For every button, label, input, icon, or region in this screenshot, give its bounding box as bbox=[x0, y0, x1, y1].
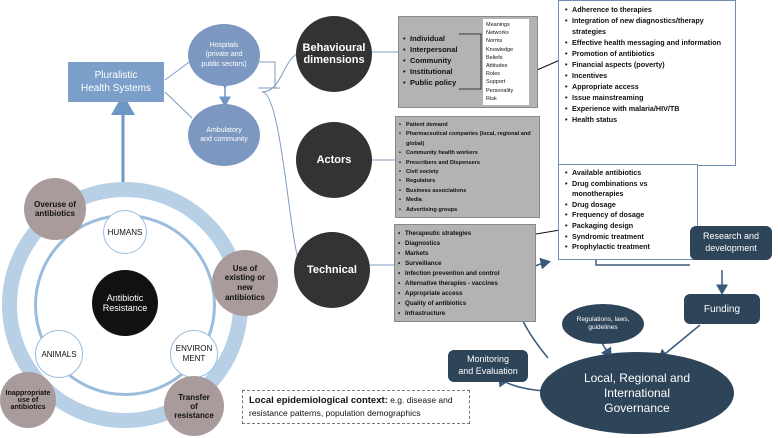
list-item: Civil society bbox=[399, 168, 536, 178]
animals-node: ANIMALS bbox=[35, 330, 83, 378]
list-item: Promotion of antibiotics bbox=[565, 48, 729, 59]
regulations-node: Regulations, laws, guidelines bbox=[562, 304, 644, 344]
factor-item: Attitudes bbox=[486, 63, 508, 70]
list-item: Media bbox=[399, 196, 536, 206]
humans-node: HUMANS bbox=[103, 210, 147, 254]
factor-item: Beliefs bbox=[486, 54, 503, 61]
list-item: Markets bbox=[398, 249, 532, 259]
list-item: Adherence to therapies bbox=[565, 4, 729, 15]
list-item: Regulators bbox=[399, 177, 536, 187]
mid-right-list: Available antibiotics Drug combinations … bbox=[565, 168, 691, 253]
list-item: Interpersonal bbox=[403, 44, 458, 55]
list-item: Frequency of dosage bbox=[565, 210, 691, 221]
epidemiological-context-box: Local epidemiological context: e.g. dise… bbox=[242, 390, 470, 424]
technical-list: Therapeutic strategies Diagnostics Marke… bbox=[398, 229, 532, 319]
factor-item: Knowledge bbox=[486, 46, 514, 53]
list-item: Business associations bbox=[399, 187, 536, 197]
factor-item: Support bbox=[486, 79, 506, 86]
actors-node: Actors bbox=[296, 122, 372, 198]
list-item: Surveillance bbox=[398, 259, 532, 269]
hospitals-node: Hospitals (private and public sectors) bbox=[188, 24, 260, 86]
behavioural-node: Behavioural dimensions bbox=[296, 16, 372, 92]
ambulatory-node: Ambulatory and community bbox=[188, 104, 260, 166]
list-item: Effective health messaging and informati… bbox=[565, 37, 729, 48]
antibiotic-resistance-node: Antibiotic Resistance bbox=[92, 270, 158, 336]
list-item: Individual bbox=[403, 33, 458, 44]
list-item: Alternative therapies - vaccines bbox=[398, 279, 532, 289]
factors-panel: Meanings Networks Norms Knowledge Belief… bbox=[483, 19, 529, 105]
list-item: Public policy bbox=[403, 77, 458, 88]
monitoring-box: Monitoring and Evaluation bbox=[448, 350, 528, 382]
list-item: Experience with malaria/HIV/TB bbox=[565, 103, 729, 114]
list-item: Pharmaceutical companies (local, regiona… bbox=[399, 130, 536, 149]
list-item: Health status bbox=[565, 114, 729, 125]
bracket-lines bbox=[459, 33, 482, 90]
research-development-box: Research and development bbox=[690, 226, 772, 260]
pluralistic-box: Pluralistic Health Systems bbox=[68, 62, 164, 102]
list-item: Drug dosage bbox=[565, 200, 691, 211]
behavioural-box: Individual Interpersonal Community Insti… bbox=[398, 16, 538, 108]
list-item: Diagnostics bbox=[398, 239, 532, 249]
environment-node: ENVIRON MENT bbox=[170, 330, 218, 378]
list-item: Patient demand bbox=[399, 121, 536, 131]
list-item: Infection prevention and control bbox=[398, 269, 532, 279]
list-item: Appropriate access bbox=[565, 81, 729, 92]
factor-item: Roles bbox=[486, 71, 501, 78]
list-item: Issue mainstreaming bbox=[565, 92, 729, 103]
list-item: Incentives bbox=[565, 70, 729, 81]
list-item: Financial aspects (poverty) bbox=[565, 59, 729, 70]
list-item: Community health workers bbox=[399, 149, 536, 159]
list-item: Infrastructure bbox=[398, 309, 532, 319]
list-item: Drug combinations vs monotherapies bbox=[565, 179, 691, 200]
use-new-node: Use of existing or new antibiotics bbox=[212, 250, 278, 316]
factor-item: Norms bbox=[486, 38, 503, 45]
technical-node: Technical bbox=[294, 232, 370, 308]
behavioural-list: Individual Interpersonal Community Insti… bbox=[403, 33, 458, 88]
context-bold-label: Local epidemiological context: bbox=[249, 395, 388, 406]
context-text: e.g. disease and resistance patterns, po… bbox=[249, 395, 453, 418]
actors-list: Patient demand Pharmaceutical companies … bbox=[399, 121, 536, 215]
list-item: Syndromic treatment bbox=[565, 232, 691, 243]
list-item: Appropriate access bbox=[398, 289, 532, 299]
list-item: Prophylactic treatment bbox=[565, 242, 691, 253]
factor-item: Networks bbox=[486, 30, 509, 37]
factor-item: Meanings bbox=[486, 22, 510, 28]
funding-box: Funding bbox=[684, 294, 760, 324]
list-item: Institutional bbox=[403, 66, 458, 77]
list-item: Therapeutic strategies bbox=[398, 229, 532, 239]
list-item: Community bbox=[403, 55, 458, 66]
list-item: Prescribers and Dispensers bbox=[399, 159, 536, 169]
list-item: Available antibiotics bbox=[565, 168, 691, 179]
governance-node: Local, Regional and International Govern… bbox=[540, 352, 734, 434]
list-item: Advertising groups bbox=[399, 206, 536, 216]
top-right-list: Adherence to therapies Integration of ne… bbox=[565, 4, 729, 125]
factor-item: Personality bbox=[486, 87, 514, 94]
inappropriate-node: Inappropriate use of antibiotics bbox=[0, 372, 56, 428]
list-item: Packaging design bbox=[565, 221, 691, 232]
list-item: Quality of antibiotics bbox=[398, 299, 532, 309]
overuse-node: Overuse of antibiotics bbox=[24, 178, 86, 240]
factor-item: Risk bbox=[486, 95, 497, 102]
mid-right-box: Available antibiotics Drug combinations … bbox=[558, 164, 698, 260]
top-right-box: Adherence to therapies Integration of ne… bbox=[558, 0, 736, 166]
transfer-node: Transfer of resistance bbox=[164, 376, 224, 436]
technical-box: Therapeutic strategies Diagnostics Marke… bbox=[394, 224, 536, 322]
actors-box: Patient demand Pharmaceutical companies … bbox=[395, 116, 540, 218]
list-item: Integration of new diagnostics/therapy s… bbox=[565, 15, 729, 37]
